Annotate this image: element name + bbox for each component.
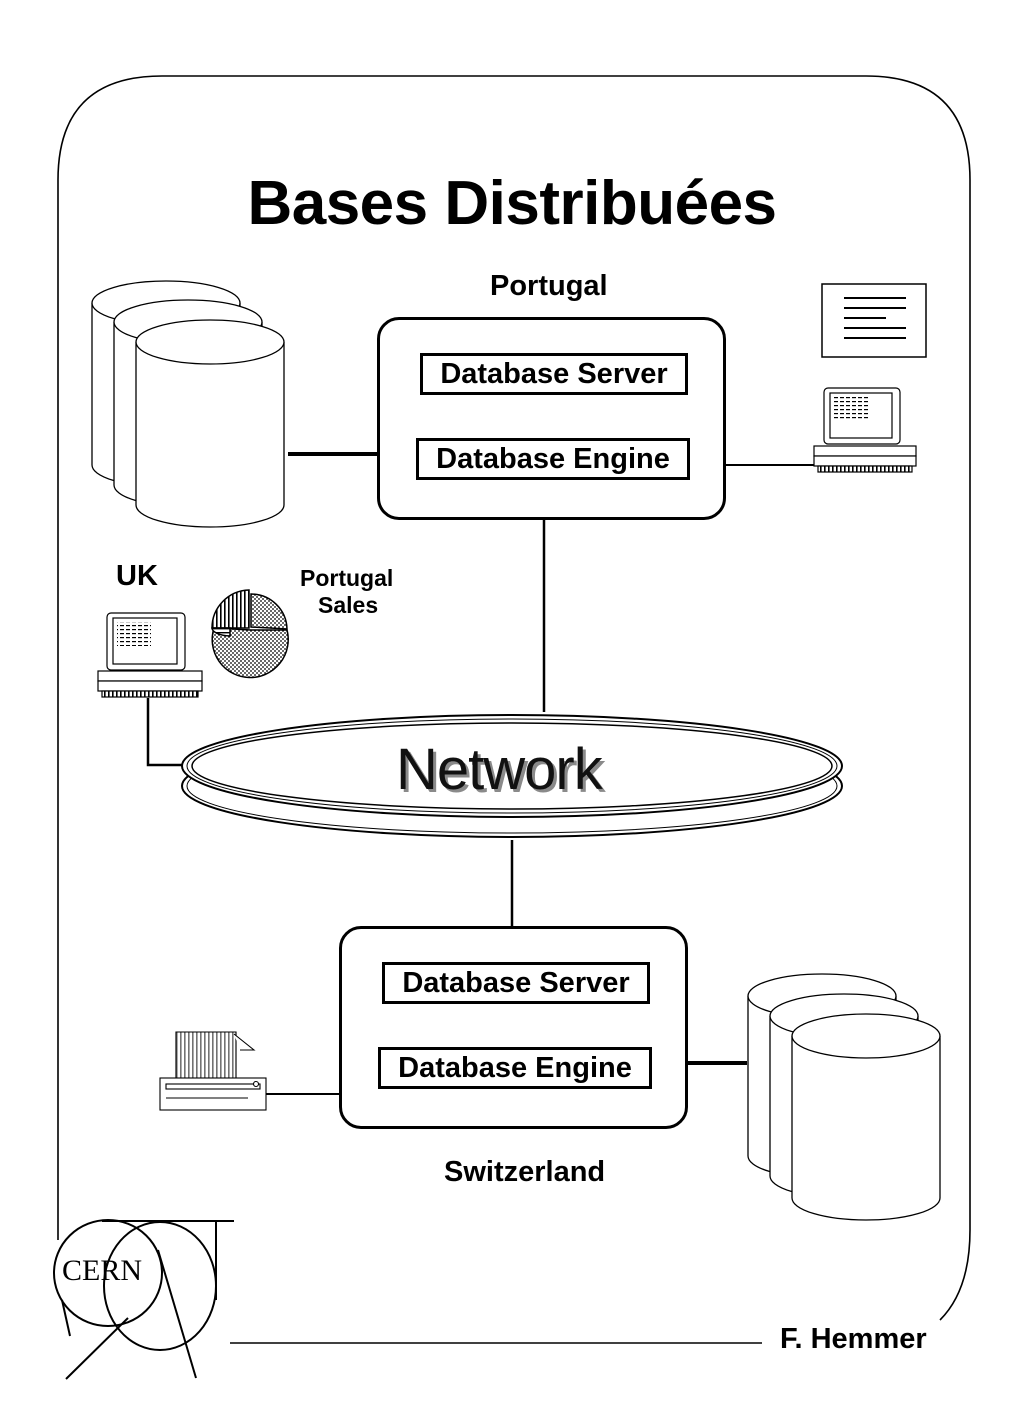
disk-stack-portugal-icon	[91, 280, 285, 528]
server-box-switzerland: Database Server Database Engine	[339, 926, 688, 1129]
disk-stack-switzerland-icon	[747, 973, 941, 1221]
page-frame	[57, 75, 971, 1344]
author-label: F. Hemmer	[780, 1323, 927, 1355]
database-engine-box-portugal: Database Engine	[416, 438, 690, 480]
pie-chart-icon	[211, 589, 289, 679]
pie-chart-caption-line2: Sales	[318, 592, 379, 618]
diagram-title: Bases Distribuées	[247, 169, 777, 238]
site-label-uk: UK	[116, 560, 158, 592]
site-label-switzerland: Switzerland	[444, 1156, 606, 1188]
network-ring	[181, 714, 843, 838]
database-server-box-switzerland: Database Server	[382, 962, 650, 1004]
pie-chart-caption-line1: Portugal	[300, 565, 394, 591]
cern-logo-text: CERN	[62, 1254, 143, 1287]
connector-uk-network	[146, 698, 185, 767]
database-engine-box-switzerland: Database Engine	[378, 1047, 652, 1089]
workstation-uk-icon	[97, 612, 203, 698]
database-server-box-portugal: Database Server	[420, 353, 688, 395]
printer-icon	[159, 1031, 267, 1111]
workstation-portugal-icon	[813, 387, 917, 473]
cern-logo	[53, 1219, 234, 1380]
document-icon	[821, 283, 927, 358]
server-box-portugal: Database Server Database Engine	[377, 317, 726, 520]
site-label-portugal: Portugal	[490, 270, 608, 302]
network-label: Network	[396, 737, 603, 802]
